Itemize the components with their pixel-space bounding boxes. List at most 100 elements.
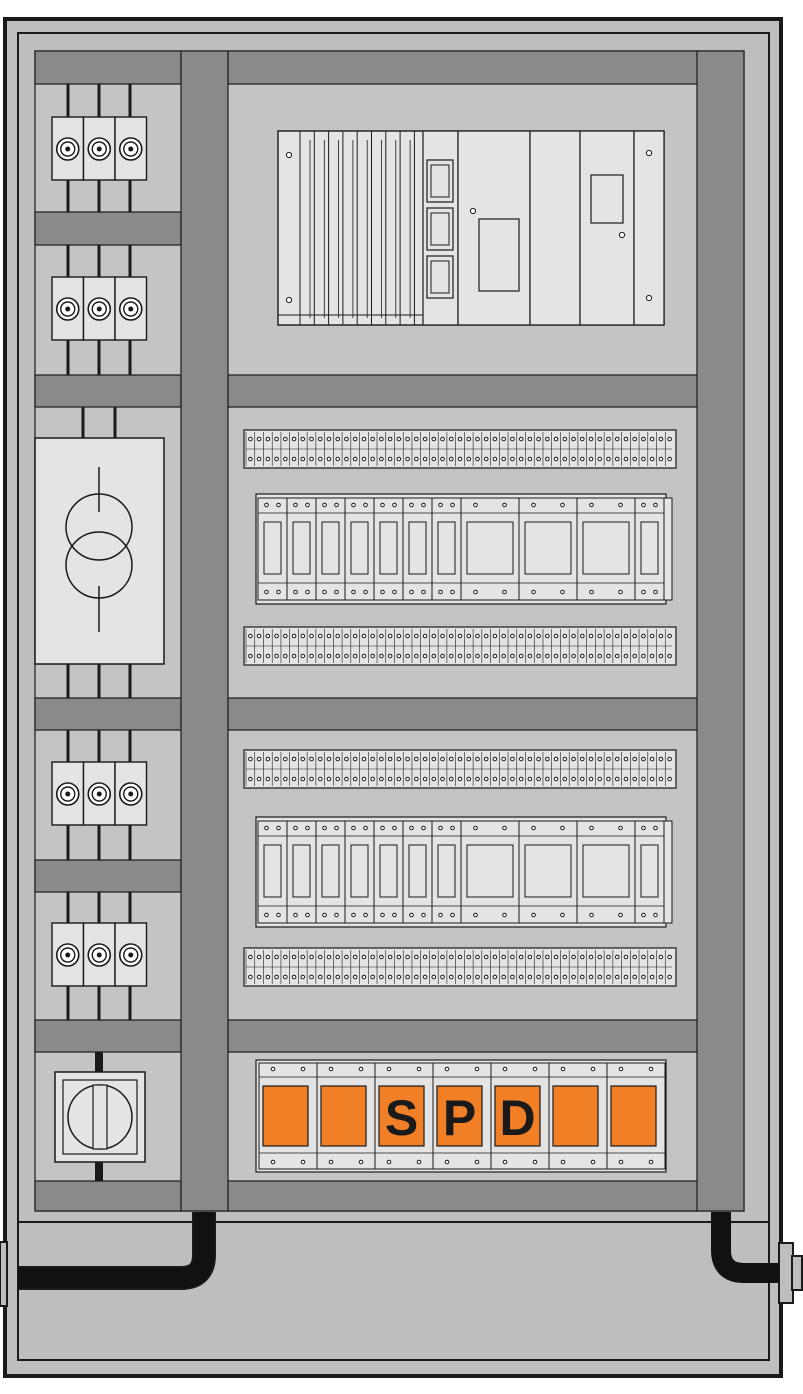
- spd-module: [316, 1062, 376, 1170]
- horizontal-wire-duct: [34, 50, 182, 85]
- terminal-screw: [457, 633, 463, 639]
- terminal-screw: [560, 1159, 566, 1165]
- breaker-group: [51, 761, 148, 826]
- terminal-screw: [606, 436, 611, 442]
- terminal-screw: [431, 436, 437, 442]
- terminal-screw: [386, 1159, 392, 1165]
- terminal-screw: [352, 756, 358, 762]
- terminal-screw: [414, 974, 419, 980]
- terminal-screw: [293, 912, 298, 918]
- circuit-breakers: [51, 116, 148, 987]
- terminal-screw: [309, 436, 314, 442]
- terminal-screw: [265, 456, 271, 462]
- terminal-screw: [326, 456, 332, 462]
- terminal-screw: [392, 825, 397, 831]
- terminal-screw: [361, 633, 367, 639]
- terminal-screw: [361, 756, 367, 762]
- terminal-screw: [457, 456, 463, 462]
- terminal-screw: [361, 776, 367, 782]
- terminal-screw: [291, 653, 297, 659]
- terminal-screw: [527, 756, 533, 762]
- terminal-screw: [448, 974, 454, 980]
- terminal-screw: [502, 1066, 508, 1072]
- relay-window: [466, 521, 514, 575]
- terminal-screw: [450, 825, 455, 831]
- spd-module: [548, 1062, 608, 1170]
- terminal-screw: [344, 633, 349, 639]
- terminal-screw: [588, 974, 594, 980]
- terminal-screw: [291, 756, 297, 762]
- terminal-screw: [328, 1066, 334, 1072]
- terminal-screw: [571, 633, 576, 639]
- terminal-screw: [414, 776, 419, 782]
- terminal-screw: [502, 825, 507, 831]
- terminal-screw: [431, 653, 437, 659]
- breaker-screw: [65, 306, 71, 312]
- terminal-screw: [579, 456, 585, 462]
- relay-window: [292, 844, 311, 898]
- terminal-screw: [614, 974, 620, 980]
- terminal-screw: [248, 633, 253, 639]
- terminal-screw: [649, 633, 655, 639]
- spd-letter-d: D: [499, 1090, 535, 1146]
- breaker-screw: [128, 306, 134, 312]
- terminal-screw: [448, 653, 454, 659]
- terminal-screw: [450, 502, 455, 508]
- terminal-screw: [527, 653, 533, 659]
- terminal-screw: [352, 456, 358, 462]
- terminal-screw: [579, 756, 585, 762]
- terminal-screw: [274, 776, 279, 782]
- terminal-screw: [386, 1066, 392, 1072]
- terminal-screw: [667, 954, 672, 960]
- terminal-screw: [641, 776, 646, 782]
- terminal-screw: [466, 633, 472, 639]
- terminal-screw: [531, 502, 536, 508]
- terminal-screw: [579, 633, 585, 639]
- relay-module: [576, 820, 636, 924]
- terminal-screw: [473, 825, 478, 831]
- terminal-screw: [387, 756, 393, 762]
- terminal-screw: [414, 756, 419, 762]
- terminal-screw: [293, 589, 298, 595]
- terminal-screw: [618, 589, 623, 595]
- relay-module: [402, 497, 433, 601]
- terminal-screw: [274, 653, 279, 659]
- terminal-screw: [492, 456, 498, 462]
- terminal-screw: [560, 502, 565, 508]
- terminal-screw: [422, 436, 428, 442]
- relay-window: [524, 521, 572, 575]
- terminal-strip: [243, 429, 677, 469]
- terminal-screw: [351, 589, 356, 595]
- terminal-screw: [614, 756, 620, 762]
- terminal-screw: [421, 912, 426, 918]
- terminal-screw: [344, 776, 349, 782]
- terminal-screw: [653, 502, 658, 508]
- terminal-screw: [405, 436, 410, 442]
- breaker-screw: [96, 952, 102, 958]
- relay-window: [437, 844, 456, 898]
- relay-window: [379, 521, 398, 575]
- relay-module: [518, 497, 578, 601]
- terminal-screw: [380, 589, 385, 595]
- terminal-screw: [309, 974, 314, 980]
- terminal-screw: [440, 954, 445, 960]
- terminal-screw: [501, 633, 506, 639]
- relay-window: [408, 521, 427, 575]
- terminal-screw: [510, 436, 515, 442]
- terminal-screw: [291, 633, 297, 639]
- relay-window: [292, 521, 311, 575]
- relay-module: [344, 497, 375, 601]
- terminal-screw: [501, 974, 506, 980]
- terminal-screw: [518, 974, 524, 980]
- terminal-screw: [510, 974, 515, 980]
- terminal-screw: [361, 653, 367, 659]
- terminal-screw: [309, 776, 314, 782]
- terminal-screw: [438, 502, 443, 508]
- terminal-screw: [283, 436, 288, 442]
- terminal-screw: [553, 456, 559, 462]
- terminal-screw: [387, 974, 393, 980]
- terminal-screw: [648, 1066, 654, 1072]
- terminal-screw: [649, 756, 655, 762]
- terminal-screw: [614, 954, 620, 960]
- relay-window: [321, 844, 340, 898]
